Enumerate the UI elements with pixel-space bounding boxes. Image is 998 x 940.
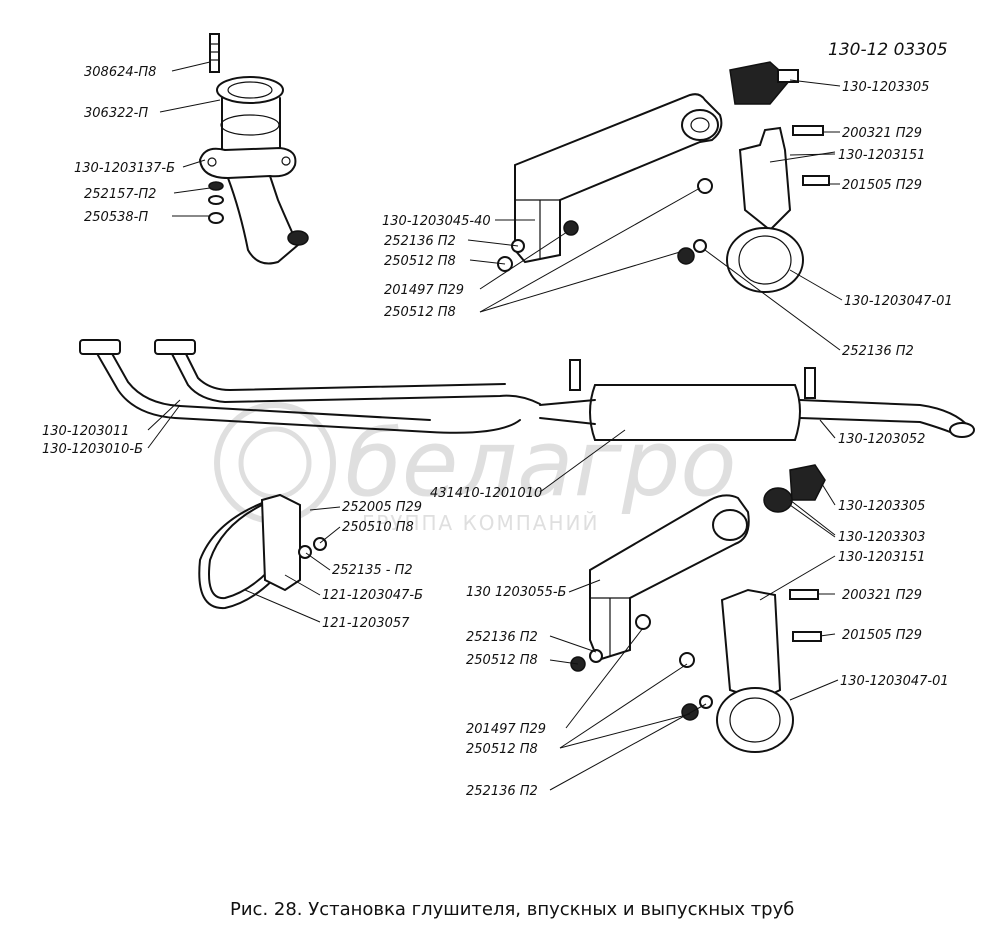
part-label: 250512 П8 xyxy=(466,653,538,668)
part-label: 121-1203047-Б xyxy=(322,588,423,603)
leader-lines xyxy=(147,61,843,791)
washer xyxy=(589,649,603,663)
part-label: 130-1203047-01 xyxy=(844,294,953,309)
figure-caption: Рис. 28. Установка глушителя, впускных и… xyxy=(230,899,794,920)
nut xyxy=(677,247,695,265)
bolt xyxy=(802,175,830,186)
nut xyxy=(563,220,579,236)
part-label: 130-1203045-40 xyxy=(382,214,491,229)
sealing-ring xyxy=(216,76,284,104)
clamp-plate xyxy=(720,588,782,702)
part-label: 252005 П29 xyxy=(342,500,422,515)
nut xyxy=(697,178,713,194)
washer xyxy=(699,695,713,709)
part-label-header: 130-12 03305 xyxy=(828,40,948,60)
bracket-arm xyxy=(589,494,750,662)
nut xyxy=(679,652,695,668)
bolt xyxy=(792,125,824,136)
part-label: 130 1203055-Б xyxy=(466,585,567,600)
part-label: 130-1203151 xyxy=(838,550,925,565)
part-label: 200321 П29 xyxy=(842,126,922,141)
part-label: 130-1203010-Б xyxy=(42,442,143,457)
nut xyxy=(208,212,224,224)
part-label: 250512 П8 xyxy=(466,742,538,757)
bracket-arm xyxy=(514,93,723,264)
nut xyxy=(298,545,312,559)
bolt xyxy=(729,61,799,105)
u-clamp-assembly xyxy=(198,493,327,610)
bolt xyxy=(789,464,826,501)
part-label: 308624-П8 xyxy=(84,65,156,80)
part-label: 252135 - П2 xyxy=(332,563,413,578)
part-label: 201505 П29 xyxy=(842,628,922,643)
bolt xyxy=(792,631,822,642)
part-label: 121-1203057 xyxy=(322,616,410,631)
u-clamp xyxy=(198,499,291,610)
muffler xyxy=(589,384,801,441)
part-label: 250512 П8 xyxy=(384,305,456,320)
part-label: 130-1203052 xyxy=(838,432,925,447)
part-label: 130-1203303 xyxy=(838,530,925,545)
exhaust-line xyxy=(79,339,975,441)
part-label: 130-1203305 xyxy=(842,80,929,95)
nut xyxy=(681,703,699,721)
intake-pipe-assembly xyxy=(198,33,309,265)
front-pipe-1 xyxy=(94,349,521,434)
part-label: 201497 П29 xyxy=(466,722,546,737)
washer xyxy=(208,195,224,205)
watermark-subtitle: ГРУППА КОМПАНИЙ xyxy=(362,511,599,535)
nut xyxy=(635,614,651,630)
clamp-plate xyxy=(738,126,792,232)
clamp-ring xyxy=(716,687,794,753)
rear-bracket-assembly-bottom xyxy=(570,464,826,753)
part-label: 130-1203047-01 xyxy=(840,674,949,689)
part-label: 306322-П xyxy=(84,106,148,121)
part-label: 250512 П8 xyxy=(384,254,456,269)
part-label: 130-1203011 xyxy=(42,424,129,439)
part-label: 252157-П2 xyxy=(84,187,156,202)
part-label: 130-1203305 xyxy=(838,499,925,514)
part-label: 252136 П2 xyxy=(466,630,538,645)
part-label: 200321 П29 xyxy=(842,588,922,603)
part-label: 252136 П2 xyxy=(384,234,456,249)
part-label: 250510 П8 xyxy=(342,520,414,535)
part-label: 431410-1201010 xyxy=(430,486,542,501)
watermark-logo-inner xyxy=(238,426,312,500)
flange xyxy=(198,146,297,180)
stud xyxy=(209,33,220,73)
part-label: 252136 П2 xyxy=(466,784,538,799)
bolt xyxy=(789,589,819,600)
rear-bracket-assembly-top xyxy=(497,61,830,293)
part-label: 250538-П xyxy=(84,210,148,225)
washer xyxy=(693,239,707,253)
part-label: 130-1203151 xyxy=(838,148,925,163)
part-label: 201505 П29 xyxy=(842,178,922,193)
nut xyxy=(208,181,224,191)
front-pipe-2 xyxy=(169,349,541,405)
part-labels: 308624-П8 306322-П 130-1203137-Б 252157-… xyxy=(42,40,953,799)
clamp-bracket xyxy=(260,493,301,592)
part-label: 252136 П2 xyxy=(842,344,914,359)
part-label: 201497 П29 xyxy=(384,283,464,298)
part-label: 130-1203137-Б xyxy=(74,161,175,176)
